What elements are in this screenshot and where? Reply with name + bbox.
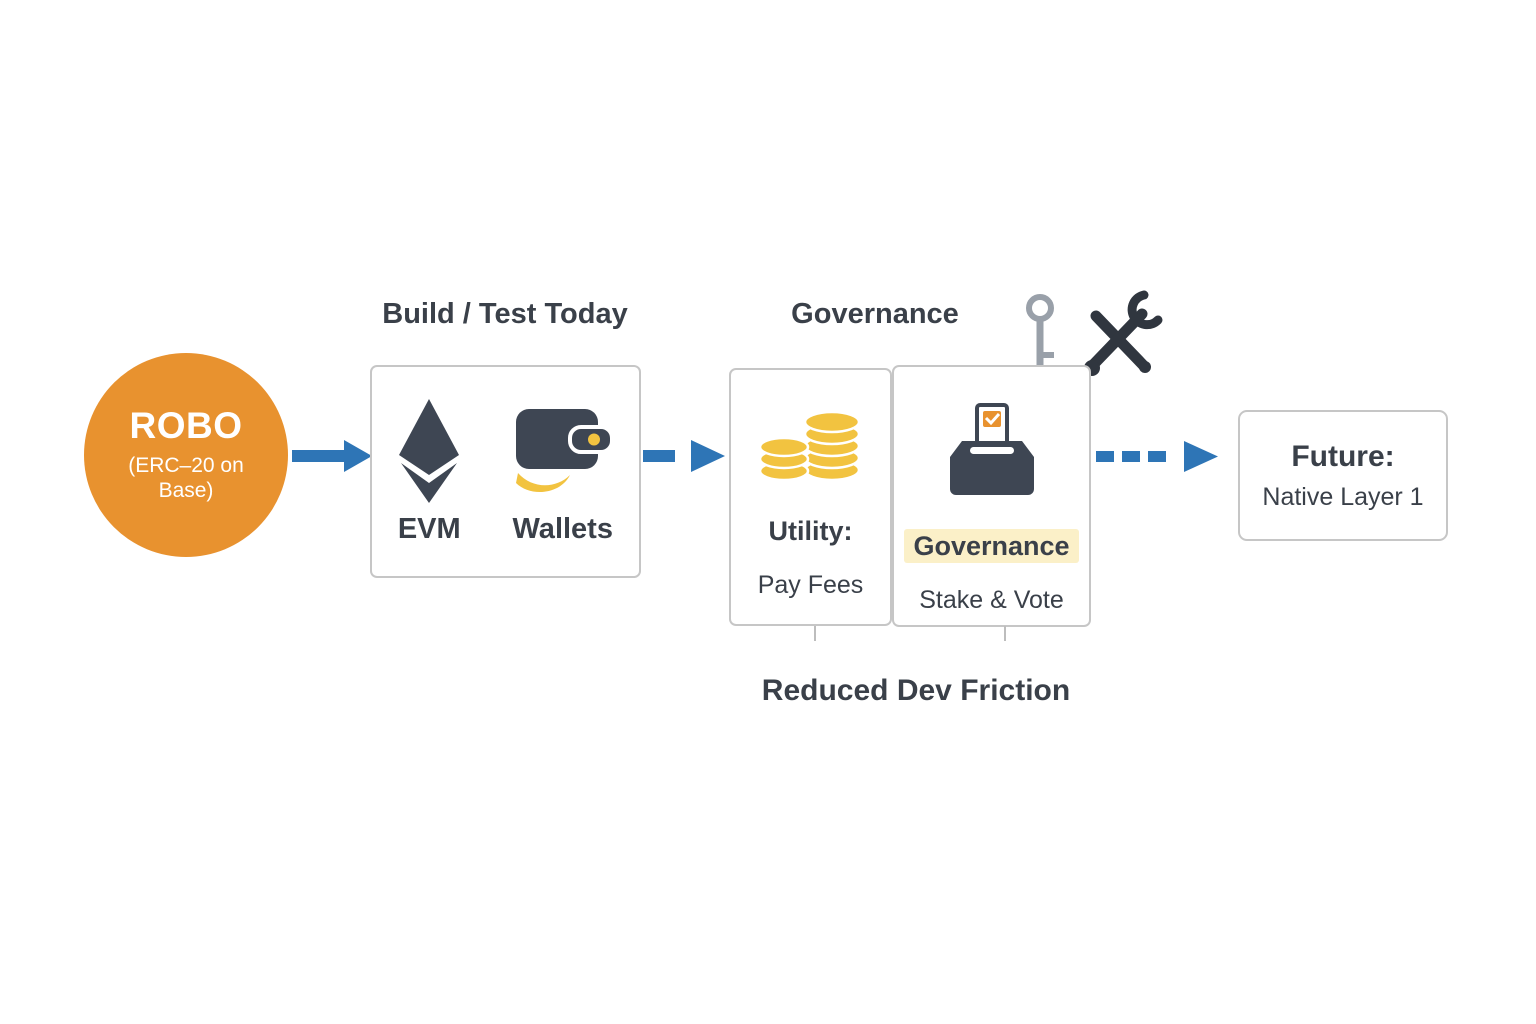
dashed-arrow-icon bbox=[641, 437, 725, 480]
build-test-card: EVM Wallets bbox=[370, 365, 641, 578]
utility-subtitle: Pay Fees bbox=[757, 571, 864, 600]
evm-label: EVM bbox=[397, 513, 461, 545]
caption-reduced-dev-friction: Reduced Dev Friction bbox=[761, 674, 1071, 707]
build-section-heading: Build / Test Today bbox=[382, 298, 628, 330]
robo-title: ROBO bbox=[129, 405, 243, 447]
robo-subtitle: (ERC–20 on Base) bbox=[128, 454, 244, 502]
solid-arrow-icon bbox=[292, 437, 372, 480]
governance-title: Governance bbox=[904, 529, 1079, 563]
wrench-tools-icon bbox=[1062, 288, 1166, 393]
utility-title: Utility: bbox=[768, 516, 853, 546]
governance-section-heading: Governance bbox=[791, 298, 959, 330]
coins-stack-icon bbox=[756, 408, 866, 489]
evm-item: EVM bbox=[397, 395, 461, 546]
future-subtitle: Native Layer 1 bbox=[1262, 483, 1424, 511]
ballot-box-icon bbox=[940, 403, 1044, 504]
dotted-arrow-icon bbox=[1096, 437, 1218, 480]
governance-title-highlight: Governance bbox=[904, 529, 1079, 563]
ethereum-icon bbox=[397, 395, 461, 507]
wallets-item: Wallets bbox=[512, 395, 614, 546]
wallet-icon bbox=[512, 395, 614, 507]
robo-token-node: ROBO (ERC–20 on Base) bbox=[84, 353, 288, 557]
utility-connector-tick bbox=[814, 626, 816, 641]
governance-subtitle: Stake & Vote bbox=[919, 586, 1064, 615]
wallets-label: Wallets bbox=[512, 513, 613, 545]
governance-card: Governance Stake & Vote bbox=[892, 365, 1091, 627]
governance-connector-tick bbox=[1004, 626, 1006, 641]
utility-card: Utility: Pay Fees bbox=[729, 368, 892, 626]
future-card: Future: Native Layer 1 bbox=[1238, 410, 1448, 541]
future-title: Future: bbox=[1291, 440, 1395, 473]
